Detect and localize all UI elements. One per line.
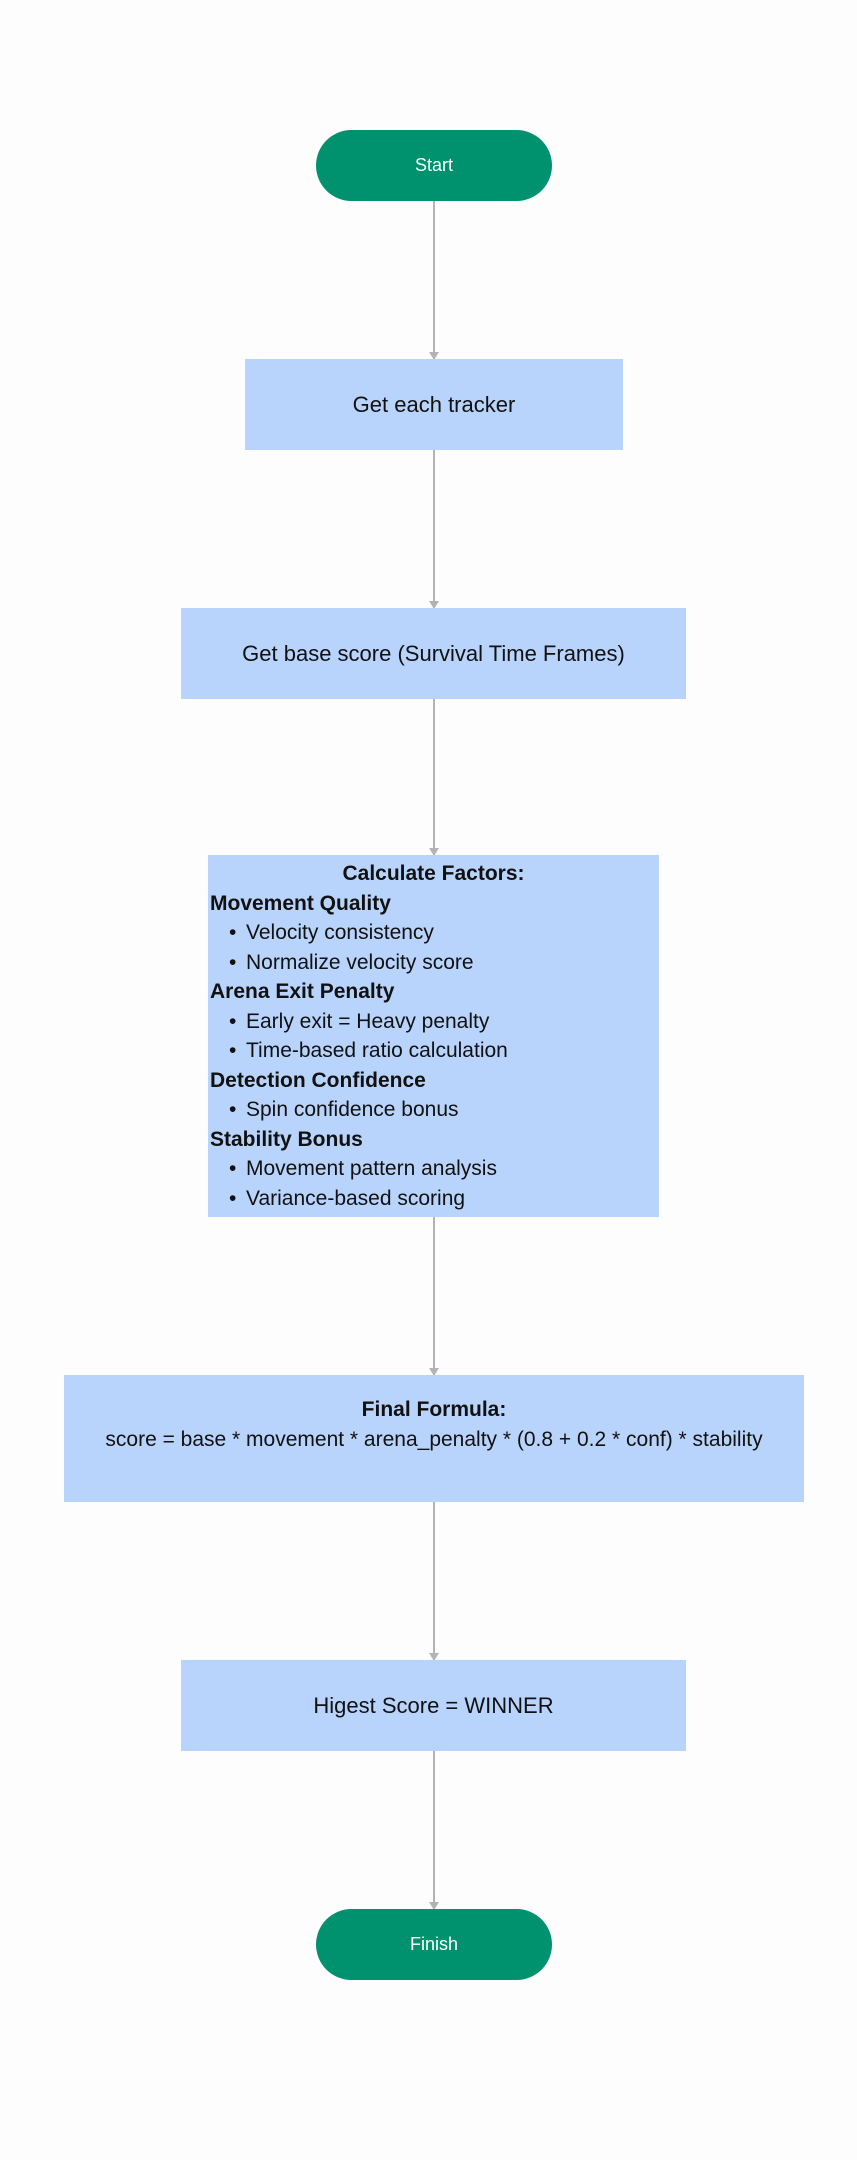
factor-list-movement-quality: Velocity consistency Normalize velocity … — [210, 918, 657, 977]
arrowhead — [429, 1653, 439, 1661]
final-formula-node: Final Formula: score = base * movement *… — [64, 1375, 804, 1502]
connector-winner-to-finish — [429, 1751, 439, 1910]
factor-heading-detection-confidence: Detection Confidence — [210, 1068, 426, 1092]
arrowhead — [429, 352, 439, 360]
formula-expression: score = base * movement * arena_penalty … — [105, 1428, 763, 1451]
connector-factors-to-formula — [429, 1217, 439, 1376]
winner-node: Higest Score = WINNER — [181, 1660, 686, 1751]
factor-list-stability-bonus: Movement pattern analysis Variance-based… — [210, 1154, 657, 1213]
factor-heading-movement-quality: Movement Quality — [210, 891, 391, 915]
winner-label: Higest Score = WINNER — [313, 1692, 554, 1718]
connector-start-to-tracker — [429, 201, 439, 360]
finish-label: Finish — [409, 1934, 458, 1954]
arrowhead — [429, 1368, 439, 1376]
factor-item: Spin confidence bonus — [229, 1095, 657, 1125]
factor-item: Movement pattern analysis — [229, 1154, 657, 1184]
base-score-label: Get base score (Survival Time Frames) — [242, 640, 625, 666]
arrowhead — [429, 601, 439, 609]
factor-item: Normalize velocity score — [229, 948, 657, 978]
formula-title: Final Formula: — [361, 1398, 507, 1421]
factor-list-arena-exit-penalty: Early exit = Heavy penalty Time-based ra… — [210, 1007, 657, 1066]
connector-base-score-to-factors — [429, 699, 439, 856]
start-node: Start — [316, 130, 552, 201]
factor-heading-arena-exit-penalty: Arena Exit Penalty — [210, 980, 395, 1003]
factors-title: Calculate Factors: — [342, 862, 525, 885]
get-tracker-node: Get each tracker — [245, 359, 623, 450]
factor-item: Velocity consistency — [229, 918, 657, 948]
connector-tracker-to-base-score — [429, 450, 439, 609]
arrowhead — [429, 848, 439, 856]
factor-heading-stability-bonus: Stability Bonus — [210, 1127, 363, 1151]
calculate-factors-node: Calculate Factors: Movement Quality Velo… — [208, 855, 659, 1217]
connector-formula-to-winner — [429, 1502, 439, 1661]
finish-node: Finish — [316, 1909, 552, 1980]
factor-item: Variance-based scoring — [229, 1184, 657, 1214]
get-tracker-label: Get each tracker — [352, 391, 516, 417]
factor-item: Time-based ratio calculation — [229, 1036, 657, 1066]
arrowhead — [429, 1902, 439, 1910]
base-score-node: Get base score (Survival Time Frames) — [181, 608, 686, 699]
factor-item: Early exit = Heavy penalty — [229, 1007, 657, 1037]
start-label: Start — [414, 155, 453, 175]
factor-list-detection-confidence: Spin confidence bonus — [210, 1095, 657, 1125]
